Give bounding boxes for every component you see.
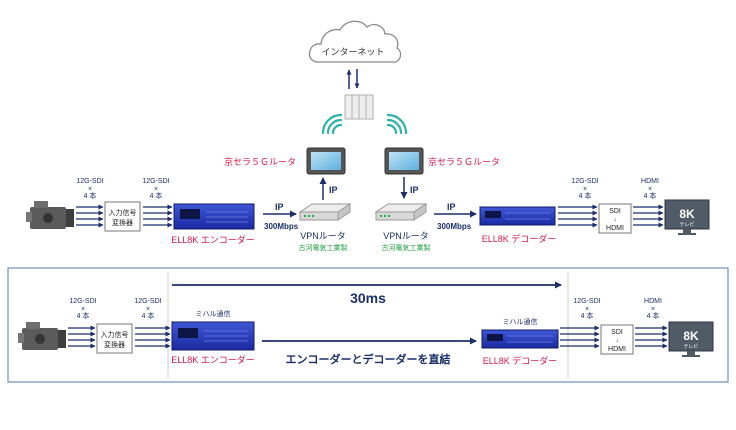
- converter-box: [96, 323, 133, 354]
- speed-right-label: 300Mbps: [437, 222, 472, 231]
- decoder-label: ELL8K デコーダー: [482, 233, 557, 244]
- tv-sublabel: テレビ: [683, 343, 698, 350]
- speed-left-label: 300Mbps: [264, 222, 299, 231]
- sdi-label: 12G-SDI: [69, 298, 96, 305]
- decoder-icon: [481, 329, 559, 349]
- vpn-router-icon: [374, 203, 428, 221]
- decoder-label: ELL8K デコーダー: [483, 355, 558, 366]
- hdmi-count: 4 本: [644, 191, 657, 200]
- times-mark: ×: [81, 306, 85, 313]
- times-mark: ×: [651, 306, 655, 313]
- encoder-icon: [173, 203, 255, 230]
- sdi-count: 4 本: [579, 191, 592, 200]
- encoder-label: ELL8K エンコーダー: [171, 234, 255, 245]
- latency-label: 30ms: [350, 290, 386, 306]
- times-mark: ×: [154, 186, 158, 193]
- monitor-icon: [664, 199, 710, 235]
- sdi-label: 12G-SDI: [76, 178, 103, 185]
- sdi-count: 4 本: [84, 191, 97, 200]
- decoder-icon: [479, 206, 556, 226]
- ip-down-label: IP: [410, 185, 419, 195]
- sdi-label: 12G-SDI: [571, 178, 598, 185]
- direct-label: エンコーダーとデコーダーを直結: [286, 352, 451, 366]
- cloud-icon: [308, 20, 402, 63]
- vpn-right-label: VPNルータ: [383, 231, 429, 241]
- times-mark: ×: [88, 186, 92, 193]
- sdi-hdmi-arrow: ↓: [616, 338, 619, 344]
- sdi-hdmi-top: SDI: [609, 208, 621, 215]
- tv-sublabel: テレビ: [679, 221, 694, 228]
- sdi-cable-arrows: [560, 325, 600, 349]
- sdi-cable-arrows: [558, 204, 598, 228]
- sdi-hdmi-arrow: ↓: [614, 217, 617, 223]
- hdmi-cable-arrows: [633, 204, 664, 228]
- wifi-icon: [321, 113, 343, 135]
- converter-label-1: 入力信号: [101, 330, 129, 339]
- times-mark: ×: [583, 186, 587, 193]
- sdi-count: 4 本: [581, 311, 594, 320]
- vpn-right-maker: 古河電気工業製: [382, 243, 431, 252]
- decoder-maker: ミハル通信: [503, 317, 538, 326]
- router-right-label: 京セラ５Ｇルータ: [428, 156, 500, 167]
- encoder-icon: [171, 321, 255, 351]
- sdi-cable-arrows: [135, 325, 171, 349]
- tv-label: 8K: [683, 329, 699, 343]
- monitor-icon: [668, 321, 714, 357]
- vpn-left-label: VPNルータ: [300, 231, 346, 241]
- sdi-cable-arrows: [76, 204, 104, 228]
- camera-icon: [18, 322, 66, 350]
- sdi-hdmi-box: [598, 203, 632, 234]
- times-mark: ×: [585, 306, 589, 313]
- router-icon: [384, 147, 424, 175]
- hdmi-label: HDMI: [644, 298, 662, 305]
- hdmi-count: 4 本: [647, 311, 660, 320]
- encoder-maker: ミハル通信: [196, 309, 231, 318]
- sdi-count: 4 本: [77, 311, 90, 320]
- sdi-label: 12G-SDI: [142, 178, 169, 185]
- tv-label: 8K: [679, 207, 695, 221]
- times-mark: ×: [146, 306, 150, 313]
- ip-left-label: IP: [275, 202, 284, 212]
- updown-arrows: [346, 69, 360, 89]
- ip-right-label: IP: [447, 202, 456, 212]
- camera-icon: [26, 201, 74, 229]
- router-left-label: 京セラ５Ｇルータ: [224, 156, 296, 167]
- converter-label-1: 入力信号: [109, 208, 137, 217]
- vpn-router-icon: [298, 203, 352, 221]
- ip-up-label: IP: [329, 185, 338, 195]
- switch-icon: [344, 94, 374, 120]
- router-icon: [306, 147, 346, 175]
- sdi-hdmi-top: SDI: [611, 329, 623, 336]
- converter-label-2: 変換器: [104, 340, 125, 349]
- sdi-count: 4 本: [142, 311, 155, 320]
- converter-label-2: 変換器: [112, 218, 133, 227]
- sdi-count: 4 本: [150, 191, 163, 200]
- converter-box: [104, 201, 141, 232]
- sdi-label: 12G-SDI: [573, 298, 600, 305]
- encoder-label: ELL8K エンコーダー: [171, 354, 255, 365]
- sdi-hdmi-bottom: HDMI: [608, 346, 626, 353]
- hdmi-cable-arrows: [635, 325, 668, 349]
- cloud-label: インターネット: [321, 47, 384, 57]
- sdi-cable-arrows: [143, 204, 173, 228]
- hdmi-label: HDMI: [641, 178, 659, 185]
- sdi-cable-arrows: [68, 325, 96, 349]
- times-mark: ×: [648, 186, 652, 193]
- sdi-hdmi-bottom: HDMI: [606, 225, 624, 232]
- sdi-label: 12G-SDI: [134, 298, 161, 305]
- wifi-icon: [386, 113, 408, 135]
- vpn-left-maker: 古河電気工業製: [299, 243, 348, 252]
- sdi-hdmi-box: [600, 324, 634, 355]
